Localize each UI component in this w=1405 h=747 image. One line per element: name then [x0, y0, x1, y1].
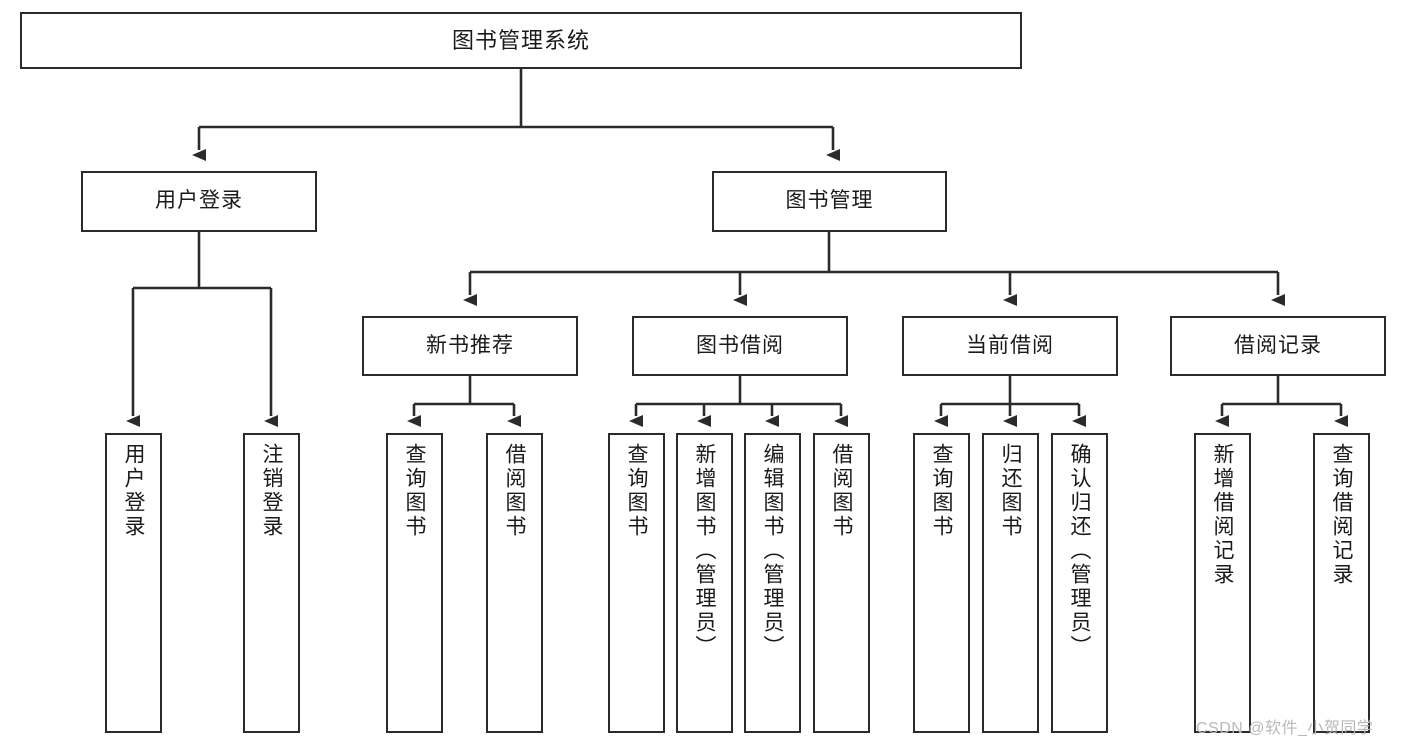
node-label: 查询图书 — [930, 443, 953, 539]
node-leaf-query-record[interactable]: 查询借阅记录 — [1313, 433, 1370, 733]
node-label: 图书借阅 — [696, 333, 784, 357]
node-label: 归还图书 — [999, 443, 1022, 539]
node-book-borrow[interactable]: 图书借阅 — [632, 316, 848, 376]
node-leaf-add-book[interactable]: 新增图书（管理员） — [676, 433, 733, 733]
node-borrow-record[interactable]: 借阅记录 — [1170, 316, 1386, 376]
node-label: 查询图书 — [403, 443, 426, 539]
node-current-borrow[interactable]: 当前借阅 — [902, 316, 1118, 376]
node-leaf-return-book[interactable]: 归还图书 — [982, 433, 1039, 733]
node-label: 查询图书 — [625, 443, 648, 539]
node-label: 当前借阅 — [966, 333, 1054, 357]
node-leaf-logout[interactable]: 注销登录 — [243, 433, 300, 733]
node-new-book-recommend[interactable]: 新书推荐 — [362, 316, 578, 376]
node-leaf-query-book-2[interactable]: 查询图书 — [608, 433, 665, 733]
node-leaf-confirm-return[interactable]: 确认归还（管理员） — [1051, 433, 1108, 733]
node-label: 注销登录 — [260, 443, 283, 539]
node-label: 编辑图书（管理员） — [761, 443, 784, 659]
node-leaf-query-book-1[interactable]: 查询图书 — [386, 433, 443, 733]
node-label: 新书推荐 — [426, 333, 514, 357]
watermark-text: CSDN @软件_小贺同学 — [1196, 720, 1374, 737]
node-root-system[interactable]: 图书管理系统 — [20, 12, 1022, 69]
node-label: 借阅图书 — [830, 443, 853, 539]
node-user-login[interactable]: 用户登录 — [81, 171, 317, 232]
node-label: 查询借阅记录 — [1330, 443, 1353, 587]
node-leaf-borrow-book-1[interactable]: 借阅图书 — [486, 433, 543, 733]
node-label: 用户登录 — [155, 189, 243, 213]
node-label: 图书管理 — [785, 189, 874, 213]
node-leaf-borrow-book-2[interactable]: 借阅图书 — [813, 433, 870, 733]
node-label: 图书管理系统 — [451, 27, 590, 53]
node-label: 确认归还（管理员） — [1068, 443, 1091, 659]
node-label: 新增图书（管理员） — [693, 443, 716, 659]
node-label: 用户登录 — [122, 443, 145, 539]
node-label: 借阅记录 — [1234, 333, 1322, 357]
node-book-manage[interactable]: 图书管理 — [712, 171, 947, 232]
node-leaf-user-login[interactable]: 用户登录 — [105, 433, 162, 733]
node-label: 借阅图书 — [503, 443, 526, 539]
node-leaf-add-record[interactable]: 新增借阅记录 — [1194, 433, 1251, 733]
node-leaf-edit-book[interactable]: 编辑图书（管理员） — [744, 433, 801, 733]
node-label: 新增借阅记录 — [1211, 443, 1234, 587]
node-leaf-query-book-3[interactable]: 查询图书 — [913, 433, 970, 733]
